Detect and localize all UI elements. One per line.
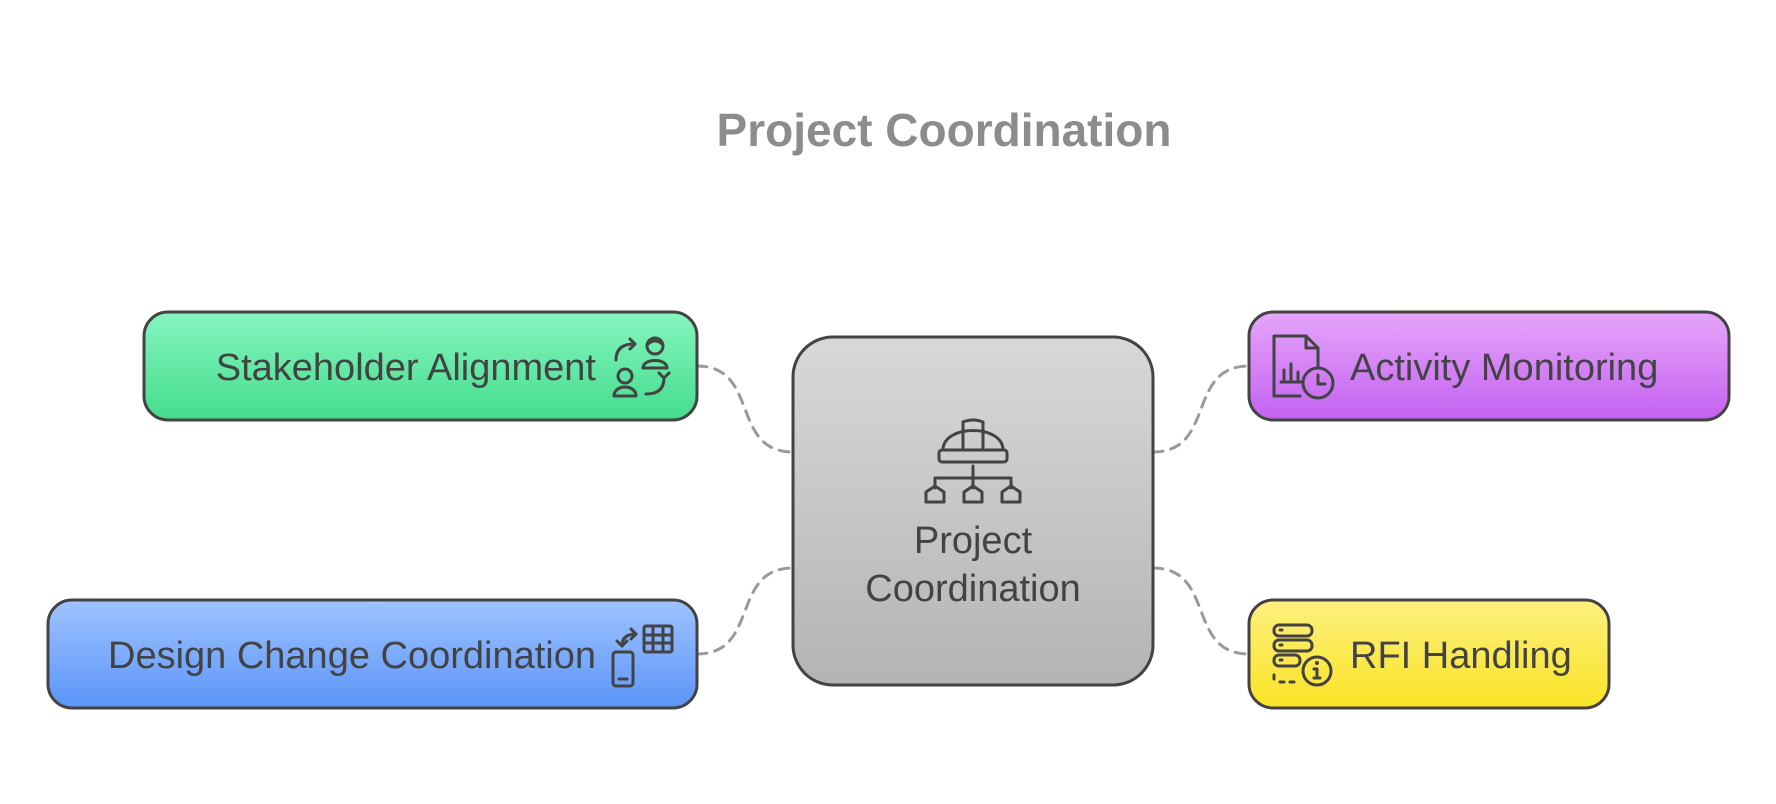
server-info-icon — [1272, 623, 1333, 687]
people-exchange-icon — [612, 336, 671, 398]
node-activity-monitoring: Activity Monitoring — [1247, 310, 1731, 422]
diagram-title: Project Coordination — [717, 104, 1172, 156]
node-design-change-coordination: Design Change Coordination — [46, 598, 699, 710]
node-label-design-change-coordination: Design Change Coordination — [108, 635, 596, 677]
connector-stakeholder-alignment — [695, 364, 795, 454]
center-label-line1: Project — [914, 520, 1033, 562]
connector-activity-monitoring — [1151, 364, 1251, 454]
node-label-rfi-handling: RFI Handling — [1350, 635, 1572, 677]
node-label-activity-monitoring: Activity Monitoring — [1350, 347, 1658, 389]
center-label-line2: Coordination — [865, 568, 1080, 610]
node-label-stakeholder-alignment: Stakeholder Alignment — [216, 347, 597, 389]
hardhat-hierarchy-icon — [924, 418, 1022, 504]
phone-calculator-icon — [611, 624, 674, 688]
connector-design-change-coordination — [695, 566, 795, 656]
node-rfi-handling: RFI Handling — [1247, 598, 1611, 710]
connector-rfi-handling — [1151, 566, 1251, 656]
center-node: Project Coordination — [791, 335, 1155, 687]
report-clock-icon — [1272, 334, 1335, 400]
node-stakeholder-alignment: Stakeholder Alignment — [142, 310, 699, 422]
